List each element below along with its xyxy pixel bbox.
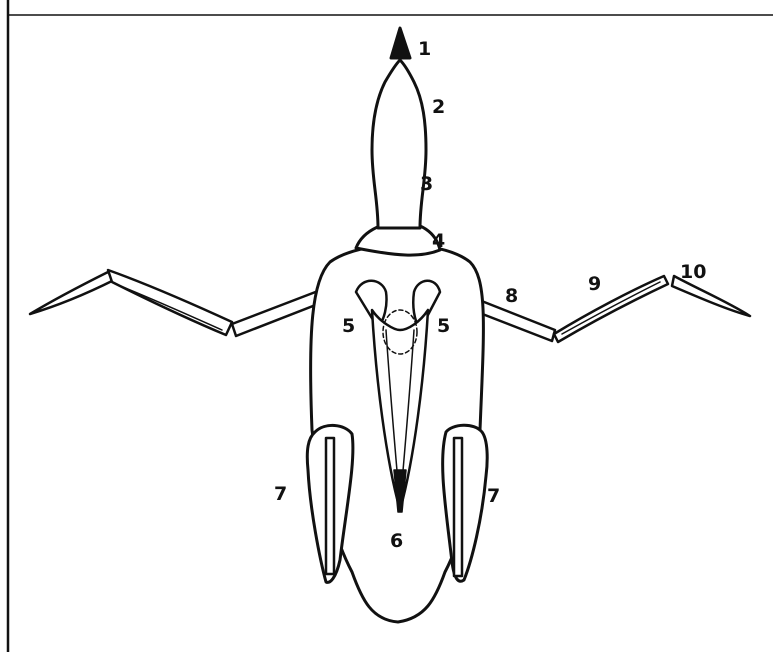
head-tip [391, 28, 410, 58]
label-2: 2 [432, 96, 445, 118]
left-leg-tibia [108, 270, 232, 335]
left-leg-tibia-inner [118, 285, 222, 330]
right-hind-leg-inner [454, 438, 462, 576]
label-7-left: 7 [274, 483, 287, 505]
label-3: 3 [420, 173, 433, 195]
label-6: 6 [390, 530, 403, 552]
label-8: 8 [505, 285, 518, 307]
label-10: 10 [680, 261, 706, 283]
left-leg [30, 270, 354, 336]
label-7-right: 7 [487, 485, 500, 507]
rostrum [372, 60, 426, 228]
label-9: 9 [588, 273, 601, 295]
label-1: 1 [418, 38, 431, 60]
label-5-right: 5 [437, 315, 450, 337]
right-leg-tibia-inner [562, 282, 660, 334]
label-5-left: 5 [342, 315, 355, 337]
left-hind-leg-inner [326, 438, 334, 574]
label-4: 4 [432, 230, 445, 252]
left-leg-tarsus [30, 272, 114, 314]
